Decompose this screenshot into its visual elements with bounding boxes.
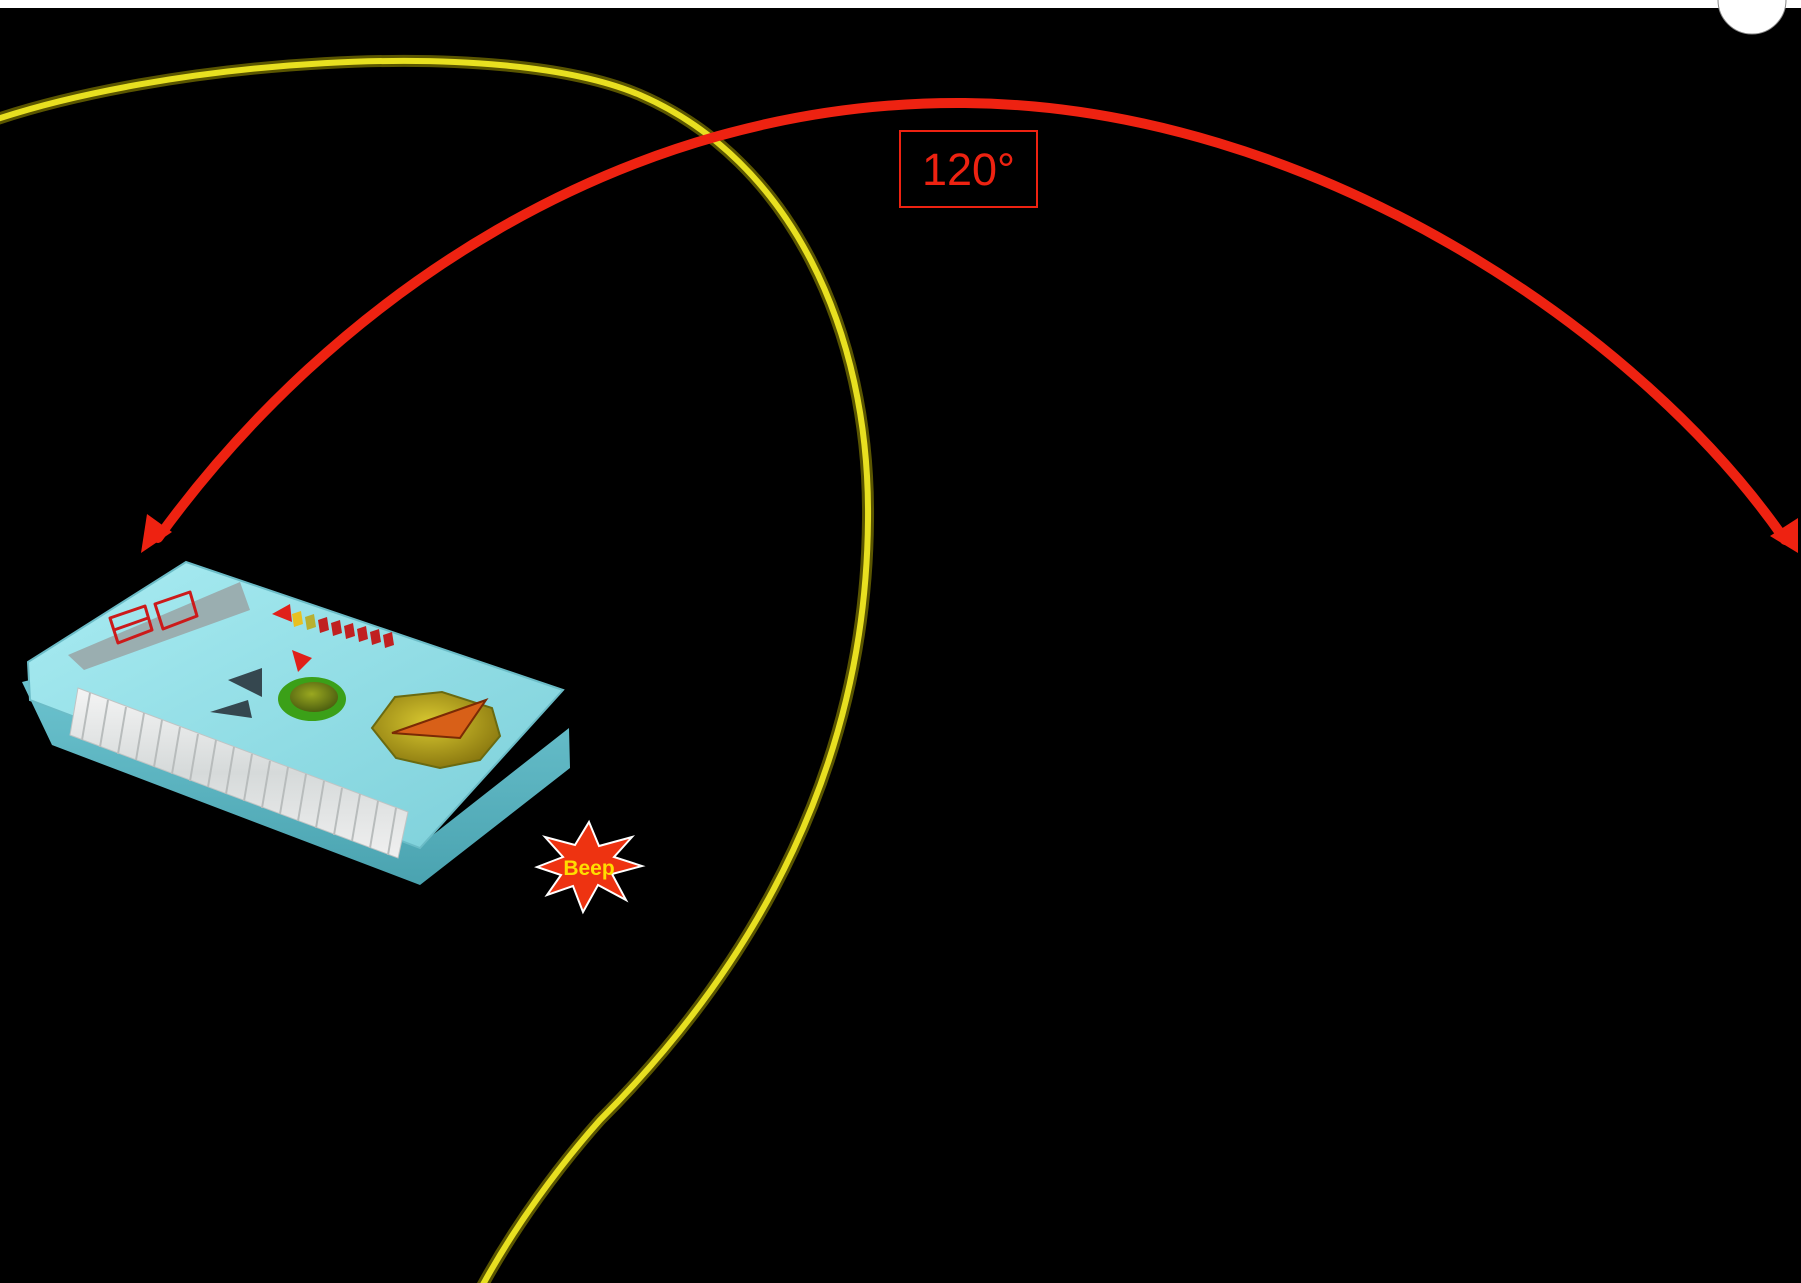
digit-display	[68, 582, 250, 670]
direction-arrows	[210, 650, 312, 718]
arc-arrowhead-right	[1770, 518, 1798, 553]
beep-label: Beep	[563, 857, 614, 880]
dial-knob	[370, 690, 502, 770]
angle-label-box: 120°	[899, 130, 1038, 208]
arc-arrowhead-left	[141, 514, 172, 553]
beep-burst: Beep	[534, 819, 646, 915]
handheld-detector	[22, 560, 570, 885]
corner-logo	[1717, 0, 1787, 35]
top-border-strip	[0, 0, 1801, 8]
level-indicator	[272, 604, 394, 648]
detection-ring	[0, 54, 875, 1283]
angle-label: 120°	[921, 143, 1016, 195]
ribbed-grip	[69, 687, 409, 859]
angle-arc	[153, 97, 1790, 545]
digit-segments	[108, 590, 199, 645]
